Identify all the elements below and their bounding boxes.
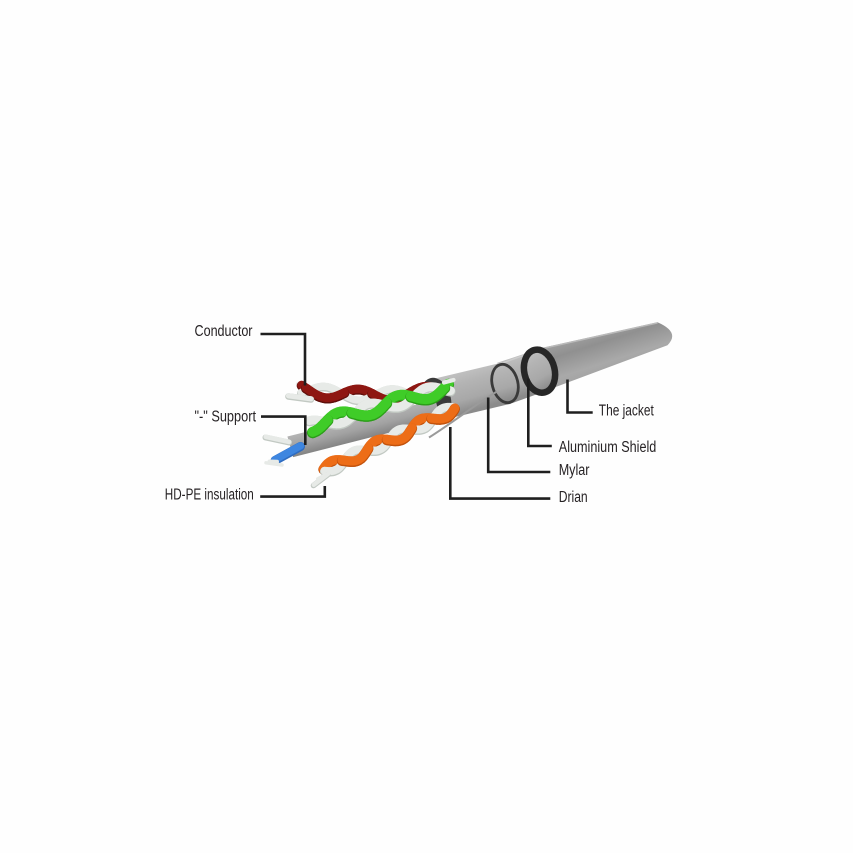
svg-text:The jacket: The jacket xyxy=(599,403,655,420)
svg-text:Conductor: Conductor xyxy=(195,323,253,340)
svg-text:Aluminium Shield: Aluminium Shield xyxy=(559,439,657,456)
svg-text:Drian: Drian xyxy=(559,489,588,506)
svg-text:"-" Support: "-" Support xyxy=(195,408,257,425)
svg-text:Mylar: Mylar xyxy=(559,462,590,479)
svg-text:HD-PE insulation: HD-PE insulation xyxy=(165,486,254,503)
